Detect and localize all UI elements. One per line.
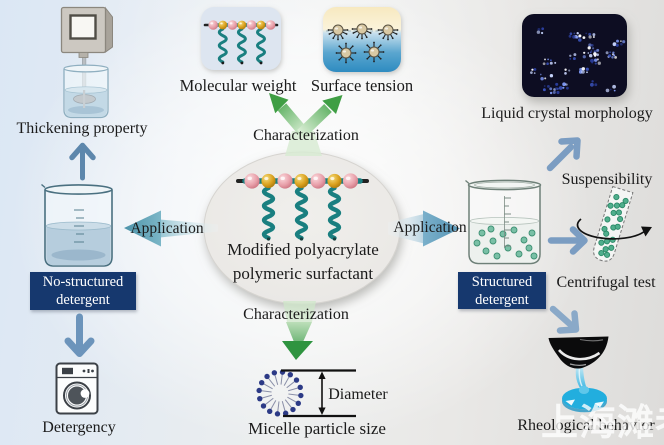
arrow-up-thickening — [69, 142, 96, 181]
no-structured-line1: No-structured — [42, 274, 124, 290]
arrow-down-detergency — [64, 313, 95, 357]
central-line1: Modified polyacrylate — [227, 240, 379, 259]
label-application-right: Application — [393, 219, 467, 236]
characterization-down-arrow — [282, 301, 316, 360]
label-detergency: Detergency — [42, 419, 116, 436]
no-structured-line2: detergent — [56, 292, 110, 308]
diameter-measure — [281, 369, 356, 418]
label-diameter: Diameter — [328, 386, 388, 403]
application-left-arrow — [124, 210, 218, 247]
label-thickening-property: Thickening property — [16, 120, 148, 137]
structured-line2: detergent — [475, 291, 529, 308]
label-application-left: Application — [130, 220, 204, 237]
arrow-upright-suspensibility — [546, 137, 581, 172]
label-surface-tension: Surface tension — [310, 76, 414, 95]
characterization-split-arrow — [269, 93, 343, 156]
liquid-crystal-image — [522, 14, 627, 97]
application-right-arrow — [388, 210, 460, 247]
label-micelle-particle-size: Micelle particle size — [248, 419, 386, 438]
structured-detergent-box: Structured detergent — [458, 272, 546, 309]
no-structured-beaker-icon — [41, 183, 113, 267]
washing-machine-icon — [55, 362, 99, 415]
no-structured-detergent-box: No-structured detergent — [30, 272, 136, 310]
suspended-particles — [473, 225, 538, 260]
label-liquid-crystal-morphology: Liquid crystal morphology — [481, 105, 653, 122]
label-centrifugal-test: Centrifugal test — [556, 274, 656, 291]
surface-tension-panel — [323, 7, 401, 72]
label-central-molecule: Modified polyacrylate polymeric surfacta… — [227, 238, 379, 286]
micelle-icon — [256, 369, 304, 417]
viscometer-icon — [60, 6, 113, 119]
watermark: 上海滩老 — [541, 402, 664, 443]
polymer-molecule-icon — [236, 173, 369, 241]
pouring-liquid-icon — [548, 336, 609, 413]
arrow-right-centrifugal — [547, 226, 588, 255]
arrow-downright-rheological — [549, 305, 580, 334]
label-rheological-behavior: Rheological behavior — [517, 417, 655, 434]
label-characterization-bottom: Characterization — [243, 306, 349, 323]
label-characterization-top: Characterization — [253, 127, 359, 144]
structured-line1: Structured — [471, 273, 533, 290]
surfactant-molecules-icon — [327, 23, 399, 64]
polymer-beads — [244, 173, 359, 189]
structured-beaker-icon — [465, 179, 542, 265]
molecular-weight-polymer-icon — [203, 20, 279, 65]
polymer-side-chains — [261, 185, 342, 241]
label-molecular-weight: Molecular weight — [179, 76, 297, 95]
label-suspensibility: Suspensibility — [561, 171, 653, 188]
centrifuge-tube-icon — [576, 185, 652, 262]
central-line2: polymeric surfactant — [232, 264, 374, 283]
